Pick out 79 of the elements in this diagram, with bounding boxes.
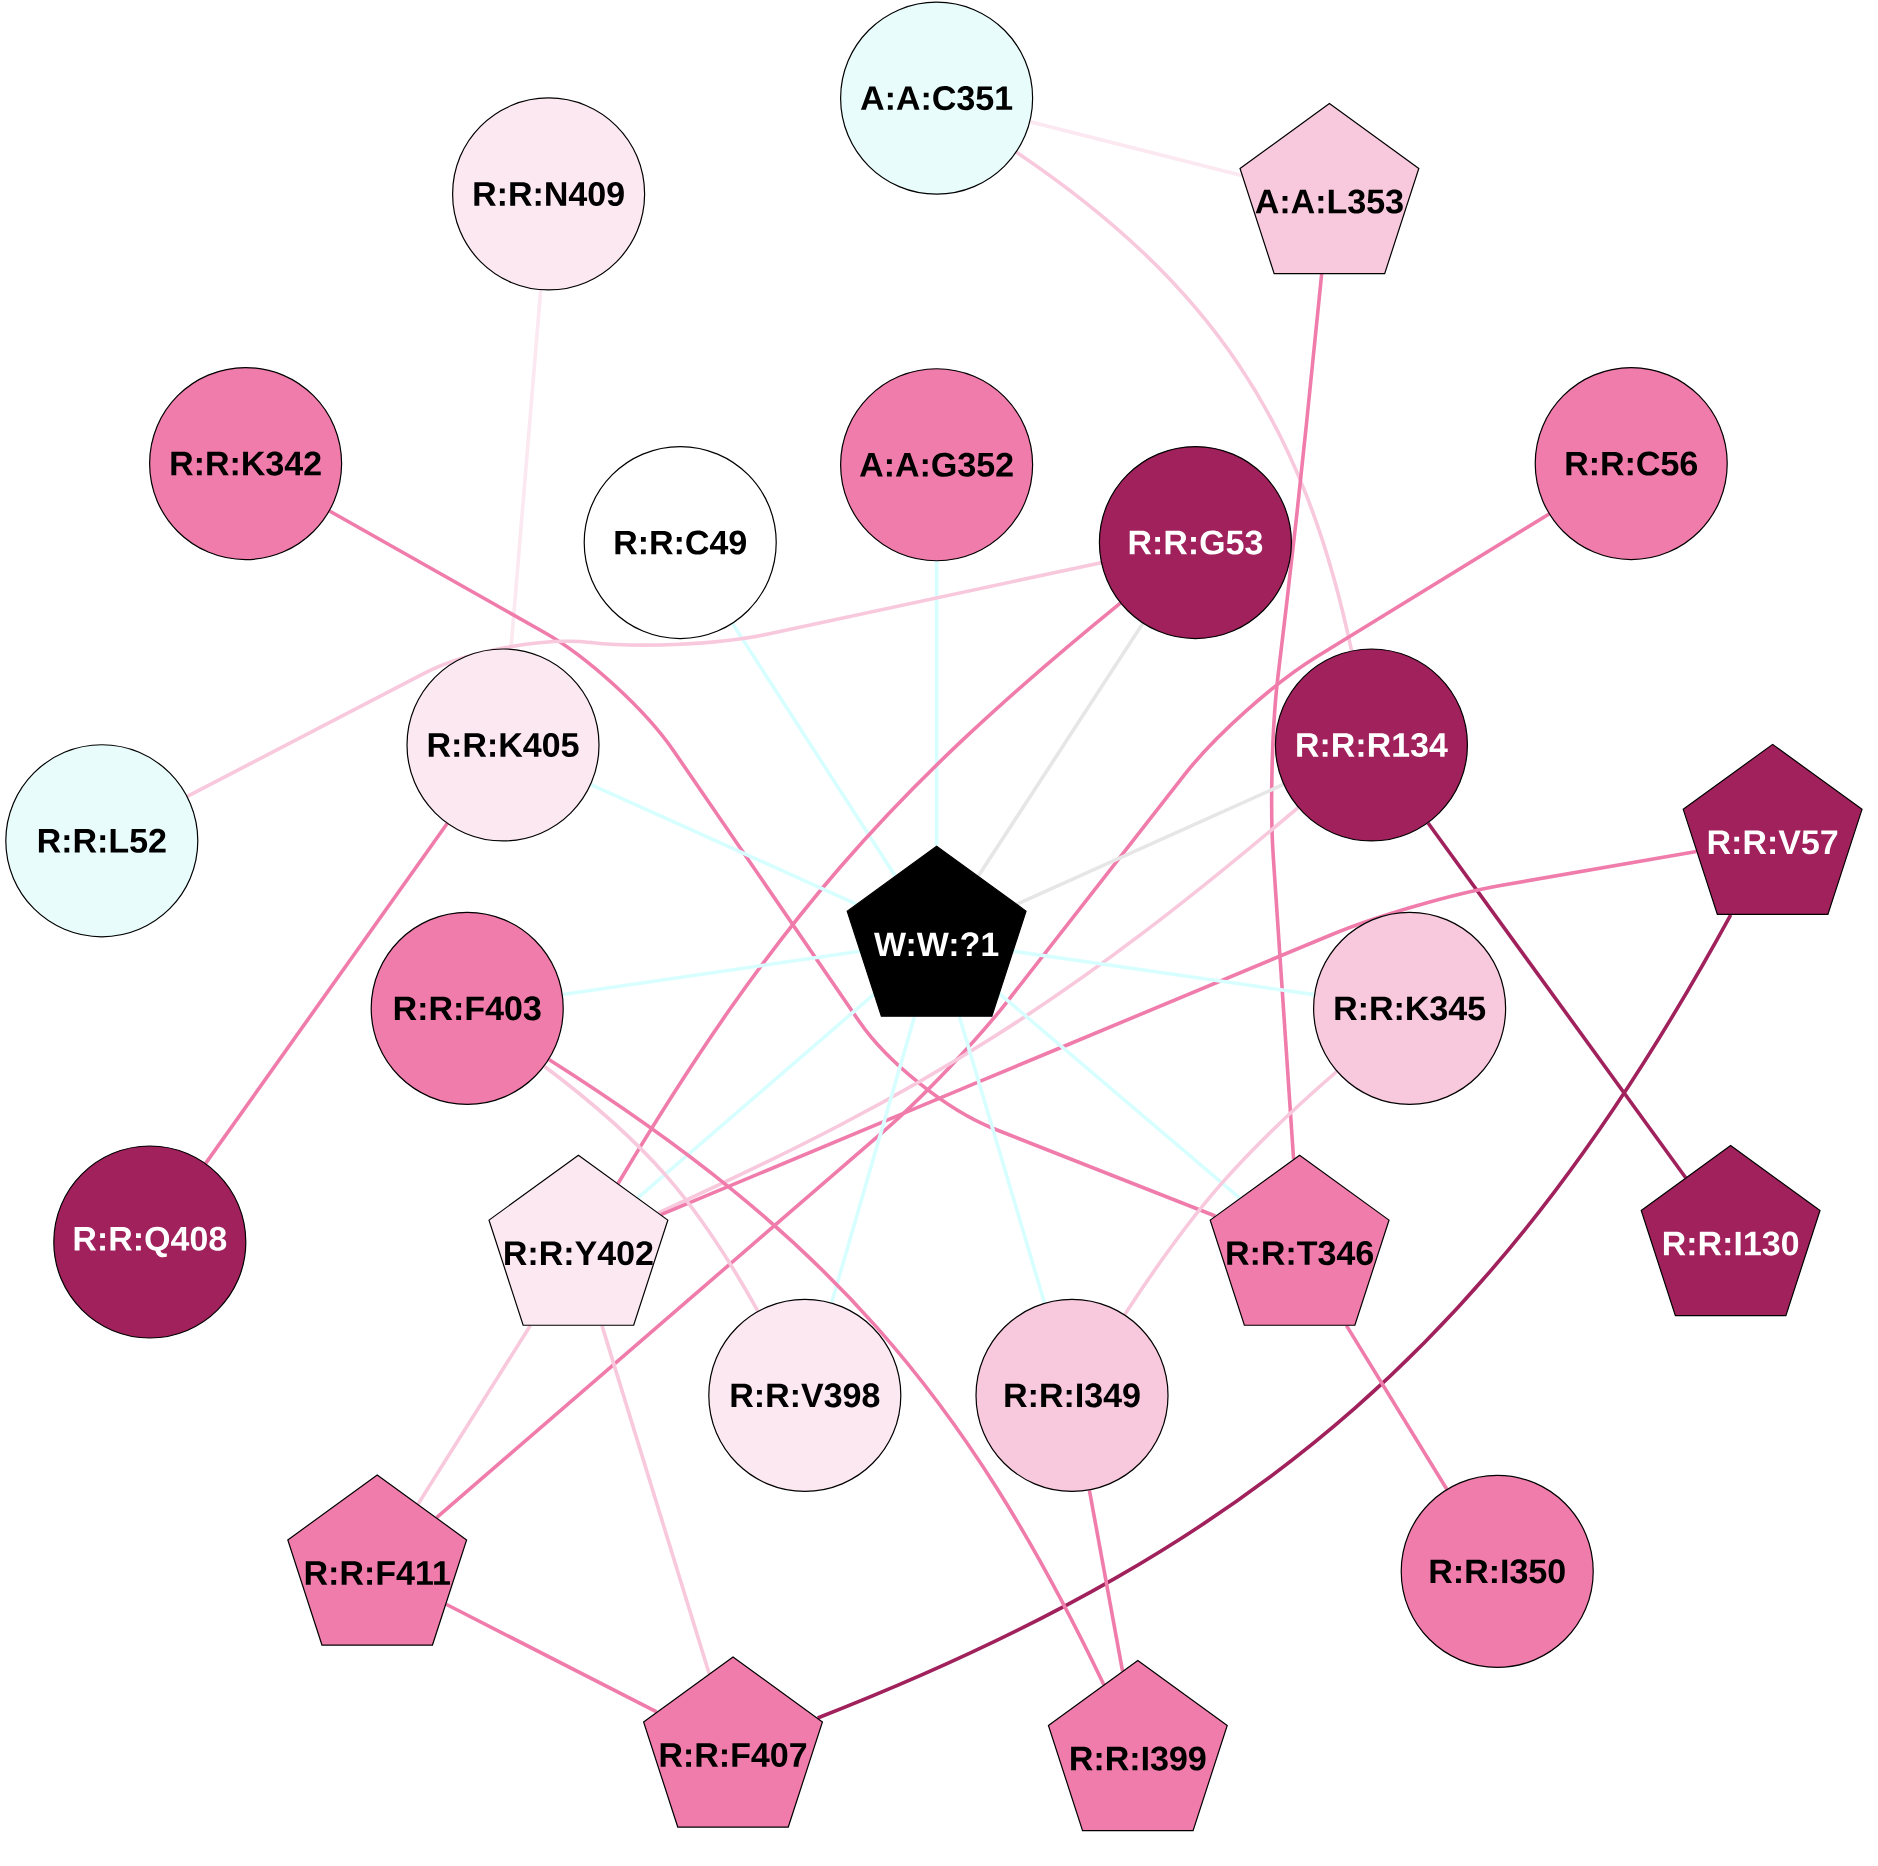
residue-circle <box>583 445 777 640</box>
interaction-line <box>616 601 1122 1185</box>
residue-label: R:R:V57 <box>1708 830 1838 855</box>
residue-circle <box>452 97 646 291</box>
residue-label: R:R:C49 <box>615 530 746 555</box>
interaction-line <box>1123 1070 1338 1316</box>
residue-circle <box>975 1298 1169 1492</box>
residue-pentagon <box>1239 102 1420 275</box>
interaction-line <box>416 1324 532 1506</box>
residue-label: A:A:L353 <box>1255 189 1403 214</box>
interaction-line <box>660 849 1697 1217</box>
interaction-line <box>435 512 1551 1519</box>
residue-label: R:R:I350 <box>1430 1559 1565 1584</box>
residue-circle <box>149 366 343 561</box>
residue-circle <box>840 1 1034 195</box>
residue-circle <box>53 1145 247 1339</box>
residue-pentagon <box>846 845 1027 1017</box>
interaction-line <box>998 992 1241 1200</box>
interaction-line <box>1013 949 1315 997</box>
interaction-line <box>204 822 449 1165</box>
residue-label: R:R:G53 <box>1129 530 1263 555</box>
interaction-line <box>636 992 875 1200</box>
residue-label: R:R:F411 <box>305 1561 450 1585</box>
residue-pentagon <box>1682 743 1863 915</box>
residue-pentagon <box>488 1154 669 1326</box>
interaction-line <box>547 1058 1106 1686</box>
residue-label: R:R:C56 <box>1566 451 1698 476</box>
interaction-line <box>186 560 1102 798</box>
interaction-line <box>445 1602 658 1714</box>
residue-label: R:R:Y402 <box>505 1241 653 1266</box>
interaction-line <box>934 561 939 846</box>
interaction-line <box>328 509 1216 1218</box>
residue-circle <box>1098 445 1292 640</box>
interaction-line <box>590 782 858 906</box>
interaction-line <box>976 622 1145 877</box>
interaction-line <box>957 1016 1047 1304</box>
residue-label: R:R:F407 <box>660 1742 807 1768</box>
interaction-line <box>509 289 543 650</box>
residue-circle <box>5 744 199 938</box>
residue-label: R:R:Q408 <box>74 1226 227 1258</box>
interaction-line <box>600 1325 711 1675</box>
residue-label: A:A:C351 <box>860 86 1013 111</box>
interaction-line <box>1269 273 1324 1160</box>
residue-label: R:R:K345 <box>1335 996 1486 1021</box>
interaction-line <box>657 806 1300 1215</box>
interaction-line <box>817 913 1733 1720</box>
interaction-line <box>1344 1324 1449 1491</box>
residue-circle <box>406 648 600 842</box>
residue-circle <box>840 368 1034 562</box>
interaction-line <box>543 1064 760 1313</box>
interaction-line <box>1016 782 1285 906</box>
residue-pentagon <box>1209 1154 1390 1326</box>
residue-label: R:R:V398 <box>731 1383 880 1408</box>
residue-label: R:R:R134 <box>1297 732 1448 758</box>
residue-circle <box>1313 911 1507 1105</box>
residue-circle <box>370 911 564 1105</box>
residue-label: W:W:?1 <box>874 932 999 957</box>
residue-label: R:R:K342 <box>171 451 321 476</box>
residue-circle <box>708 1298 902 1492</box>
residue-label: R:R:L52 <box>38 828 166 853</box>
residue-label: R:R:I349 <box>1005 1383 1140 1408</box>
residue-label: R:R:T346 <box>1227 1241 1373 1266</box>
residue-label: A:A:G352 <box>860 452 1013 477</box>
interaction-line <box>1087 1489 1125 1672</box>
residue-label: R:R:F403 <box>394 996 541 1021</box>
interaction-line <box>1015 150 1354 652</box>
residue-circle <box>1274 648 1468 842</box>
residue-circle <box>1400 1474 1594 1668</box>
residue-label: R:R:I130 <box>1663 1231 1799 1256</box>
interaction-line <box>562 949 861 997</box>
residue-circle <box>1534 366 1728 561</box>
interaction-line <box>730 622 897 877</box>
interaction-line <box>1029 120 1243 178</box>
residue-label: R:R:I399 <box>1071 1746 1206 1771</box>
residue-pentagon <box>287 1474 468 1646</box>
interaction-line <box>1426 821 1688 1179</box>
residue-label: R:R:K405 <box>428 732 579 757</box>
residue-label: R:R:N409 <box>474 181 624 206</box>
interaction-line <box>829 1016 917 1304</box>
